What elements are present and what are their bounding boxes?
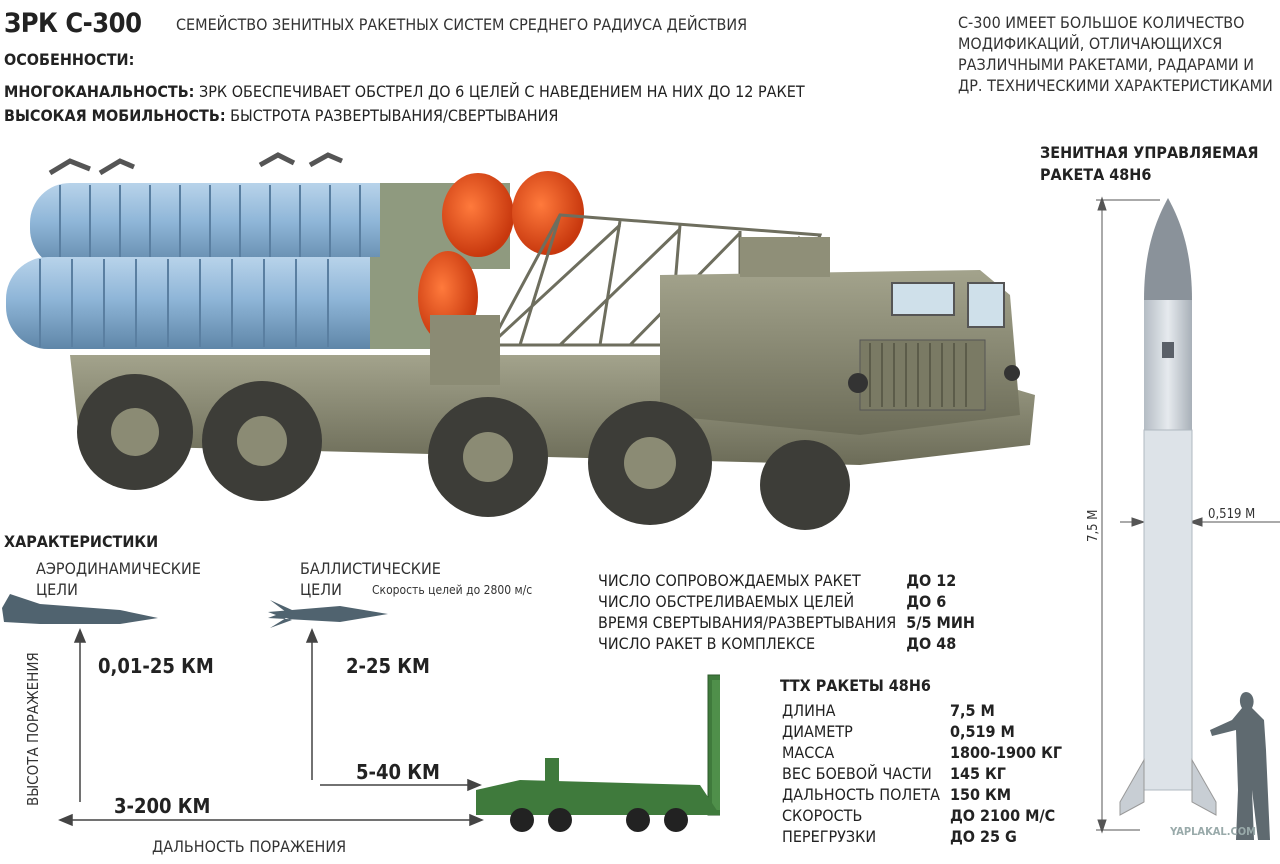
aero-targets-label-line2: ЦЕЛИ — [36, 580, 78, 599]
ballistic-altitude-value: 2-25 КМ — [346, 654, 430, 678]
ttx-label: МАССА — [782, 743, 835, 762]
table-row: ЧИСЛО ОБСТРЕЛИВАЕМЫХ ЦЕЛЕЙ ДО 6 — [598, 591, 975, 612]
ttx-value: 1800-1900 КГ — [949, 743, 1062, 762]
ballistic-speed-note: Скорость целей до 2800 м/с — [372, 583, 533, 597]
modifications-note: С-300 ИМЕЕТ БОЛЬШОЕ КОЛИЧЕСТВО МОДИФИКАЦ… — [958, 13, 1273, 95]
feature-multichannel: МНОГОКАНАЛЬНОСТЬ: ЗРК ОБЕСПЕЧИВАЕТ ОБСТР… — [4, 82, 805, 101]
ttx-label: ДАЛЬНОСТЬ ПОЛЕТА — [782, 785, 940, 804]
table-row: ВРЕМЯ СВЕРТЫВАНИЯ/РАЗВЕРТЫВАНИЯ 5/5 МИН — [598, 612, 975, 633]
table-row: ЧИСЛО РАКЕТ В КОМПЛЕКСЕ ДО 48 — [598, 633, 975, 654]
spec-value: 5/5 МИН — [906, 613, 975, 632]
radiator-grille — [859, 339, 986, 411]
missile-length-label: 7,5 М — [1086, 509, 1101, 542]
page-title: ЗРК С-300 — [4, 8, 142, 39]
feature-mobility: ВЫСОКАЯ МОБИЛЬНОСТЬ: БЫСТРОТА РАЗВЕРТЫВА… — [4, 106, 558, 125]
ttx-value: 7,5 М — [949, 701, 995, 720]
small-launcher-truck-icon — [476, 674, 720, 832]
spec-value: ДО 48 — [906, 634, 957, 653]
ttx-value: ДО 2100 М/С — [949, 806, 1056, 825]
ttx-heading: ТТХ РАКЕТЫ 48Н6 — [780, 676, 931, 695]
feature-multichannel-label: МНОГОКАНАЛЬНОСТЬ: — [4, 82, 195, 101]
ttx-table: ДЛИНА 7,5 М ДИАМЕТР 0,519 М МАССА 1800-1900… — [782, 700, 1062, 847]
ttx-value: ДО 25 G — [949, 827, 1017, 846]
cabin-window — [891, 282, 955, 316]
spec-label: ЧИСЛО РАКЕТ В КОМПЛЕКСЕ — [598, 634, 816, 653]
ballistic-targets-label-line2: ЦЕЛИ — [300, 580, 342, 599]
spec-value: ДО 12 — [906, 571, 957, 590]
wheels — [77, 374, 850, 530]
range-altitude-diagram — [2, 594, 720, 832]
ballistic-range-value: 5-40 КМ — [356, 760, 440, 784]
missile-heading: ЗЕНИТНАЯ УПРАВЛЯЕМАЯ РАКЕТА 48Н6 — [1040, 143, 1259, 184]
missile-nose — [1144, 198, 1192, 300]
ttx-value: 150 КМ — [949, 785, 1012, 804]
aero-range-value: 3-200 КМ — [114, 794, 211, 818]
table-row: ПЕРЕГРУЗКИ ДО 25 G — [782, 826, 1062, 847]
table-row: ДЛИНА 7,5 М — [782, 700, 1062, 721]
range-axis-label: ДАЛЬНОСТЬ ПОРАЖЕНИЯ — [152, 837, 347, 856]
page-subtitle: СЕМЕЙСТВО ЗЕНИТНЫХ РАКЕТНЫХ СИСТЕМ СРЕДН… — [176, 15, 748, 34]
aero-targets-label-line1: АЭРОДИНАМИЧЕСКИЕ — [36, 559, 201, 578]
watermark: YAPLAKAL.COM — [1170, 825, 1256, 838]
characteristics-heading: ХАРАКТЕРИСТИКИ — [4, 532, 159, 551]
feature-mobility-text: БЫСТРОТА РАЗВЕРТЫВАНИЯ/СВЕРТЫВАНИЯ — [225, 106, 559, 125]
table-row: СКОРОСТЬ ДО 2100 М/С — [782, 805, 1062, 826]
ballistic-targets-label: БАЛЛИСТИЧЕСКИЕ ЦЕЛИ — [300, 558, 441, 600]
ttx-label: ДИАМЕТР — [782, 722, 853, 741]
missile-48n6-illustration — [1096, 196, 1280, 840]
spec-value: ДО 6 — [906, 592, 947, 611]
altitude-axis-label: ВЫСОТА ПОРАЖЕНИЯ — [24, 652, 42, 806]
missile-diameter-label: 0,519 М — [1208, 507, 1256, 522]
ttx-value: 0,519 М — [949, 722, 1015, 741]
ttx-value: 145 КГ — [949, 764, 1006, 783]
missile-fins — [1119, 758, 1217, 816]
lower-launch-tubes — [6, 251, 478, 349]
table-row: ДИАМЕТР 0,519 М — [782, 721, 1062, 742]
ballistic-targets-label-line1: БАЛЛИСТИЧЕСКИЕ — [300, 559, 441, 578]
launcher-truck-illustration — [6, 152, 1035, 530]
table-row: ВЕС БОЕВОЙ ЧАСТИ 145 КГ — [782, 763, 1062, 784]
ttx-label: ДЛИНА — [782, 701, 836, 720]
table-row: ДАЛЬНОСТЬ ПОЛЕТА 150 КМ — [782, 784, 1062, 805]
upper-launch-tubes — [30, 152, 584, 269]
system-specs-table: ЧИСЛО СОПРОВОЖДАЕМЫХ РАКЕТ ДО 12 ЧИСЛО ОБ… — [598, 570, 975, 654]
ballistic-missile-icon — [268, 600, 388, 628]
ttx-label: СКОРОСТЬ — [782, 806, 863, 825]
table-row: ЧИСЛО СОПРОВОЖДАЕМЫХ РАКЕТ ДО 12 — [598, 570, 975, 591]
ttx-label: ПЕРЕГРУЗКИ — [782, 827, 877, 846]
spec-label: ЧИСЛО СОПРОВОЖДАЕМЫХ РАКЕТ — [598, 571, 861, 590]
features-heading: ОСОБЕННОСТИ: — [4, 50, 135, 69]
feature-multichannel-text: ЗРК ОБЕСПЕЧИВАЕТ ОБСТРЕЛ ДО 6 ЦЕЛЕЙ С НА… — [194, 82, 805, 101]
aero-altitude-value: 0,01-25 КМ — [98, 654, 214, 678]
spec-label: ЧИСЛО ОБСТРЕЛИВАЕМЫХ ЦЕЛЕЙ — [598, 592, 855, 611]
soldier-scale-figure — [1210, 692, 1270, 840]
ttx-label: ВЕС БОЕВОЙ ЧАСТИ — [782, 764, 932, 783]
aero-targets-label: АЭРОДИНАМИЧЕСКИЕ ЦЕЛИ — [36, 558, 201, 600]
aircraft-icon — [2, 594, 158, 624]
table-row: МАССА 1800-1900 КГ — [782, 742, 1062, 763]
feature-mobility-label: ВЫСОКАЯ МОБИЛЬНОСТЬ: — [4, 106, 226, 125]
spec-label: ВРЕМЯ СВЕРТЫВАНИЯ/РАЗВЕРТЫВАНИЯ — [598, 613, 897, 632]
